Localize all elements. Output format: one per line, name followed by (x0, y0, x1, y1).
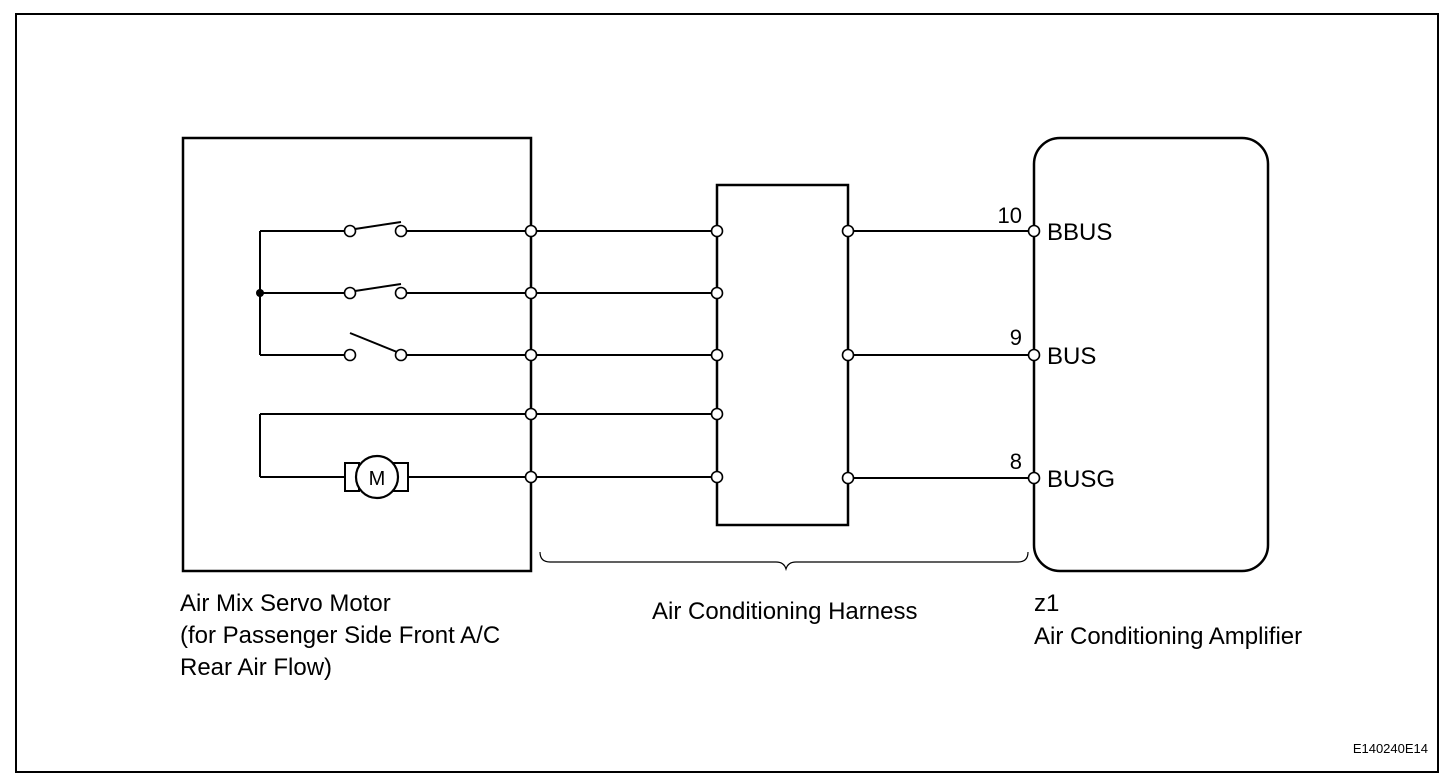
switch-2 (343, 283, 531, 300)
pin-number-bbus: 10 (998, 203, 1022, 228)
switch-1 (343, 221, 531, 238)
harness-label: Air Conditioning Harness (652, 598, 917, 625)
harness-left-terminals (710, 224, 724, 484)
pin-name-bbus: BBUS (1047, 219, 1112, 246)
harness-brace (539, 551, 1029, 572)
amplifier-code: z1 (1034, 590, 1059, 617)
harness-right-terminals (841, 224, 855, 485)
harness-to-amplifier-wires (848, 230, 1034, 479)
amplifier-terminals (1027, 224, 1041, 485)
motor-circuit: M (259, 413, 531, 500)
switch-3 (343, 332, 531, 362)
servo-motor-label-line-1: Air Mix Servo Motor (180, 590, 391, 617)
pin-name-busg: BUSG (1047, 466, 1115, 493)
pin-name-bus: BUS (1047, 343, 1096, 370)
motor-letter: M (369, 468, 386, 490)
servo-motor-label-line-2: (for Passenger Side Front A/C (180, 622, 500, 649)
pin-number-busg: 8 (1010, 449, 1022, 474)
figure-reference: E140240E14 (1353, 741, 1428, 756)
servo-to-harness-wires (531, 230, 717, 478)
harness-box (715, 183, 850, 527)
motor-symbol (354, 454, 400, 500)
pin-number-bus: 9 (1010, 325, 1022, 350)
servo-connector-terminals (524, 224, 538, 484)
switch-common-wiring (256, 230, 350, 356)
junction-dot (256, 289, 264, 297)
amplifier-label: Air Conditioning Amplifier (1034, 623, 1302, 650)
servo-motor-label-line-3: Rear Air Flow) (180, 654, 332, 681)
outer-frame (15, 13, 1439, 773)
